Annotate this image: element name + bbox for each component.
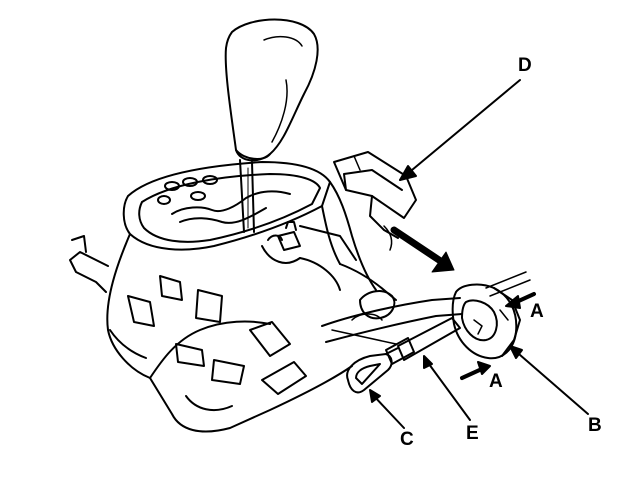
- leader-d: [399, 79, 521, 181]
- label-a-upper: A: [530, 301, 544, 322]
- leader-e: [423, 355, 471, 421]
- label-d: D: [518, 55, 532, 76]
- arrow-a-lower: [460, 361, 491, 380]
- label-c: C: [400, 429, 414, 450]
- wire-upper: [485, 271, 531, 297]
- cable-e: [321, 297, 463, 365]
- indicator-panel: [122, 161, 331, 251]
- removal-arrow: [390, 226, 455, 273]
- label-e: E: [466, 423, 479, 444]
- leader-c: [369, 389, 405, 429]
- bracket-d: [333, 151, 417, 251]
- shifter-housing: [69, 181, 397, 433]
- leader-b: [509, 345, 589, 415]
- label-b: B: [588, 415, 602, 436]
- lever-bolt: [261, 221, 341, 291]
- cable-end-c: [346, 347, 399, 394]
- arrow-a-upper: [505, 292, 536, 309]
- label-a-lower: A: [489, 371, 503, 392]
- shift-knob: [224, 18, 319, 162]
